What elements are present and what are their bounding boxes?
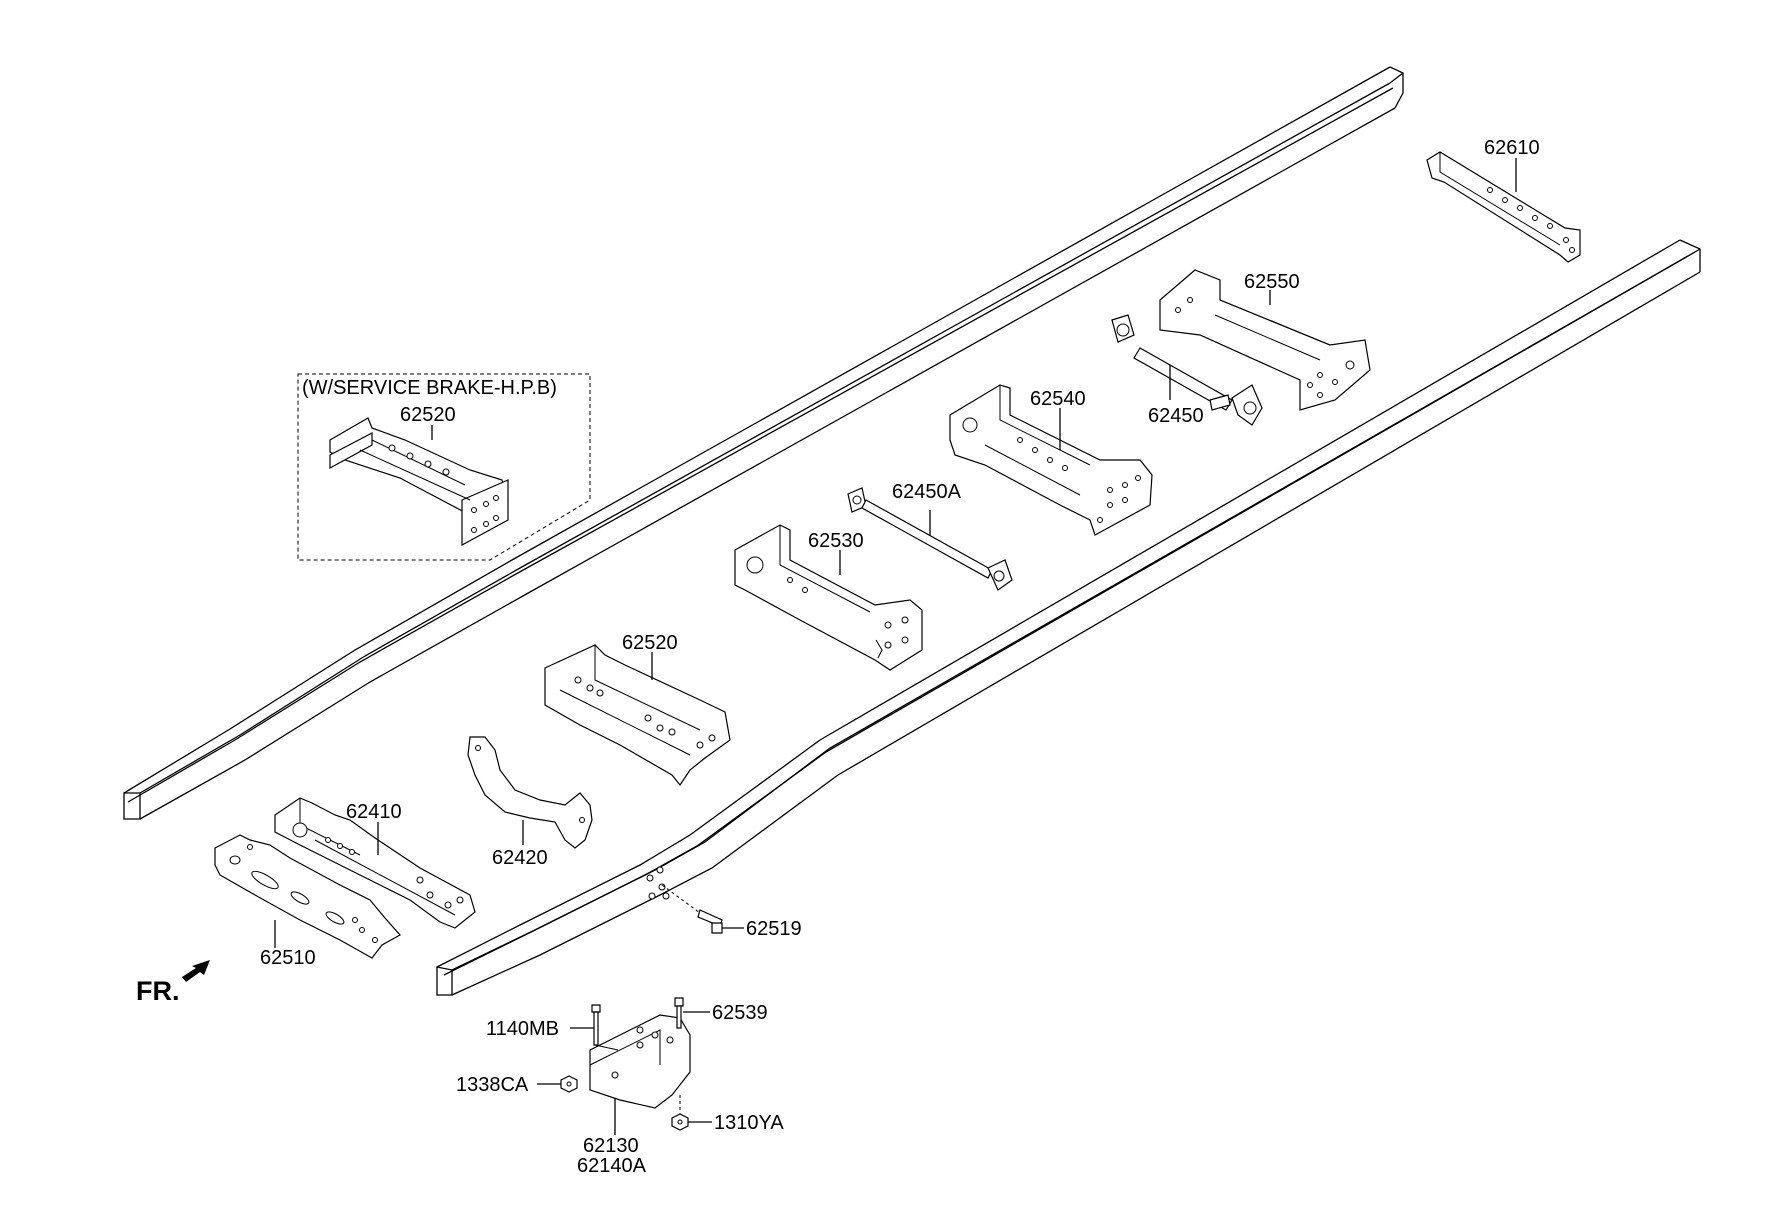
front-direction-arrow xyxy=(182,960,210,982)
label-62540: 62540 xyxy=(1030,388,1086,410)
label-62420: 62420 xyxy=(492,847,548,869)
label-62539: 62539 xyxy=(712,1002,768,1024)
crossmember-62410 xyxy=(274,797,476,929)
label-62450A: 62450A xyxy=(892,481,962,503)
crossmember-62530 xyxy=(734,524,923,671)
label-62520: 62520 xyxy=(622,632,678,654)
label-62520-hpb: 62520 xyxy=(400,404,456,426)
bracket-62420 xyxy=(467,736,593,849)
crossmember-62550 xyxy=(1159,269,1371,411)
hpb-note-label: (W/SERVICE BRAKE-H.P.B) xyxy=(302,377,557,399)
label-1310YA: 1310YA xyxy=(714,1112,784,1134)
label-62140A: 62140A xyxy=(577,1155,647,1177)
bolt-1140MB xyxy=(591,1004,601,1046)
label-62450: 62450 xyxy=(1148,405,1204,427)
front-direction-label: FR. xyxy=(136,976,180,1006)
nut-1338CA xyxy=(560,1075,578,1093)
nut-1310YA xyxy=(671,1095,689,1131)
bearing-bar-62450 xyxy=(1111,314,1263,426)
label-62410: 62410 xyxy=(346,801,402,823)
crossmember-62520 xyxy=(544,644,731,787)
label-62130: 62130 xyxy=(583,1135,639,1157)
crossmember-62520-hpb xyxy=(329,417,509,547)
label-1338CA: 1338CA xyxy=(456,1074,529,1096)
label-62519: 62519 xyxy=(746,918,802,940)
label-62610: 62610 xyxy=(1484,137,1540,159)
crossmember-62610 xyxy=(1426,151,1581,263)
bearing-bar-62450A xyxy=(847,487,1013,591)
right-frame-rail xyxy=(436,239,1701,996)
label-62510: 62510 xyxy=(260,947,316,969)
label-1140MB: 1140MB xyxy=(486,1018,559,1040)
bolt-62519 xyxy=(661,884,723,934)
label-62530: 62530 xyxy=(808,530,864,552)
spring-bracket-62130 xyxy=(589,1014,691,1109)
hpb-option-group: (W/SERVICE BRAKE-H.P.B) 62520 xyxy=(297,373,591,561)
bolt-62539 xyxy=(674,997,684,1029)
crossmember-62510 xyxy=(214,834,401,959)
left-frame-rail xyxy=(123,66,1404,820)
label-62550: 62550 xyxy=(1244,271,1300,293)
